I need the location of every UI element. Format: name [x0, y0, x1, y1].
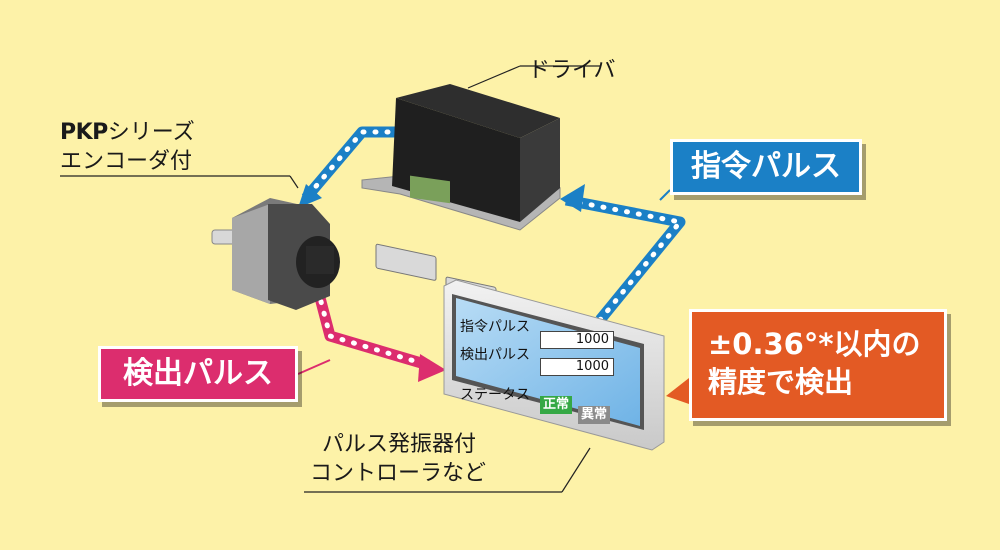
screen-row-command-label: 指令パルス	[460, 319, 530, 335]
detect-arrowhead	[418, 354, 446, 382]
command-arrowhead	[560, 184, 585, 212]
command-pulse-path	[560, 184, 686, 324]
accuracy-tag-line2: 精度で検出	[708, 365, 854, 399]
driver-to-motor-path	[298, 126, 403, 208]
controller-screen: 指令パルス 1000 検出パルス 1000 ステータス 正常 異常	[452, 296, 640, 424]
accuracy-tag-line1: ±0.36°*以内の	[708, 327, 921, 361]
accuracy-tag-pointer	[666, 378, 689, 404]
motor-series-suffix: シリーズ	[107, 120, 195, 145]
detect-tag-leader	[297, 359, 331, 375]
screen-row-detect-label: 検出パルス	[460, 347, 530, 363]
motor-label-line1: PKPシリーズ	[60, 118, 195, 147]
status-abnormal-badge: 異常	[578, 406, 611, 424]
command-pulse-tag: 指令パルス	[670, 139, 862, 195]
screen-row-command-value: 1000	[540, 331, 614, 349]
driver-label: ドライバ	[528, 58, 616, 83]
controller-label-line1: パルス発振器付	[322, 432, 477, 457]
accuracy-tag: ±0.36°*以内の 精度で検出	[689, 309, 947, 421]
controller-label-line2: コントローラなど	[310, 461, 487, 486]
drive-arrowhead	[298, 184, 322, 208]
status-normal-badge: 正常	[540, 396, 573, 414]
motor-image	[60, 175, 340, 310]
detect-pulse-path	[312, 287, 446, 382]
motor-label-line2: エンコーダ付	[60, 149, 193, 174]
driver-image	[361, 65, 600, 317]
detect-pulse-tag: 検出パルス	[98, 346, 298, 402]
screen-status-label: ステータス	[460, 387, 530, 403]
motor-series-name: PKP	[60, 120, 108, 145]
command-tag-leader	[659, 189, 671, 201]
screen-row-detect-value: 1000	[540, 358, 614, 376]
